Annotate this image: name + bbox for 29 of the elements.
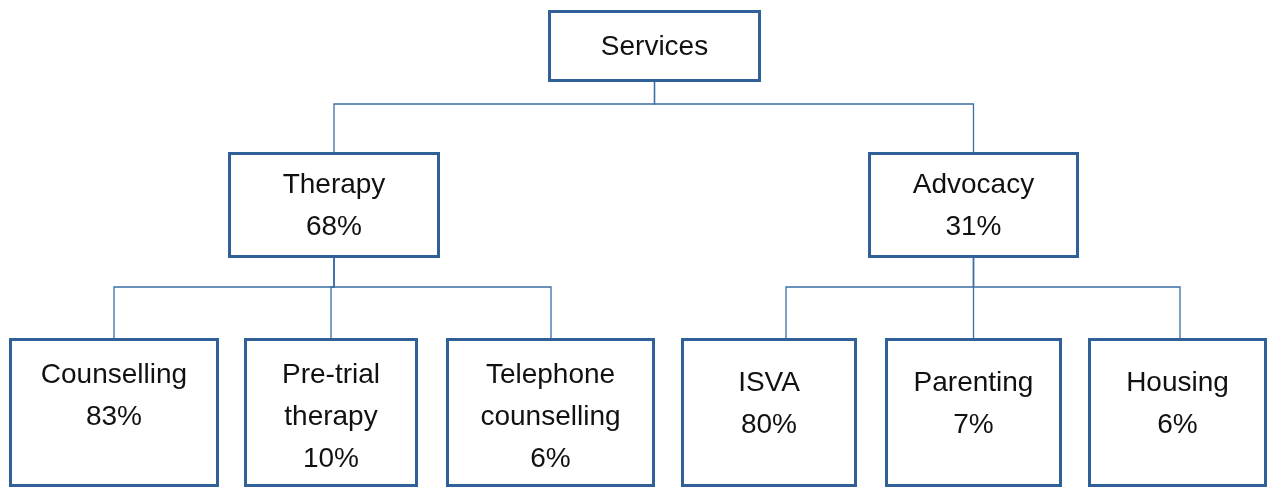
percentage-value: 6% [530, 441, 571, 475]
category-name: ISVA [738, 365, 800, 399]
category-name: Parenting [913, 365, 1034, 399]
percentage-value: 7% [953, 407, 994, 441]
category-box [868, 152, 1079, 258]
category-box [9, 338, 219, 487]
category-box [228, 152, 440, 258]
connector-line [333, 257, 552, 339]
percentage-value: 68% [305, 209, 362, 243]
category-name: Telephone counselling [479, 357, 622, 433]
percentage-value: 80% [740, 407, 797, 441]
percentage-value: 6% [1157, 407, 1198, 441]
category-name: Pre-trial therapy [281, 357, 381, 433]
percentage-value: 10% [302, 441, 359, 475]
category-name: Therapy [282, 167, 386, 201]
category-name: Housing [1126, 365, 1229, 399]
category-box [885, 338, 1062, 487]
percentage-value: 83% [85, 399, 142, 433]
category-box [446, 338, 655, 487]
category-box [1088, 338, 1267, 487]
category-name: Services [600, 29, 709, 63]
category-box [548, 10, 761, 82]
category-box [681, 338, 857, 487]
connector-line [653, 81, 975, 153]
category-name: Advocacy [912, 167, 1035, 201]
category-box [244, 338, 418, 487]
percentage-value: 31% [945, 209, 1002, 243]
category-name: Counselling [40, 357, 188, 391]
connector-line [972, 257, 1181, 339]
